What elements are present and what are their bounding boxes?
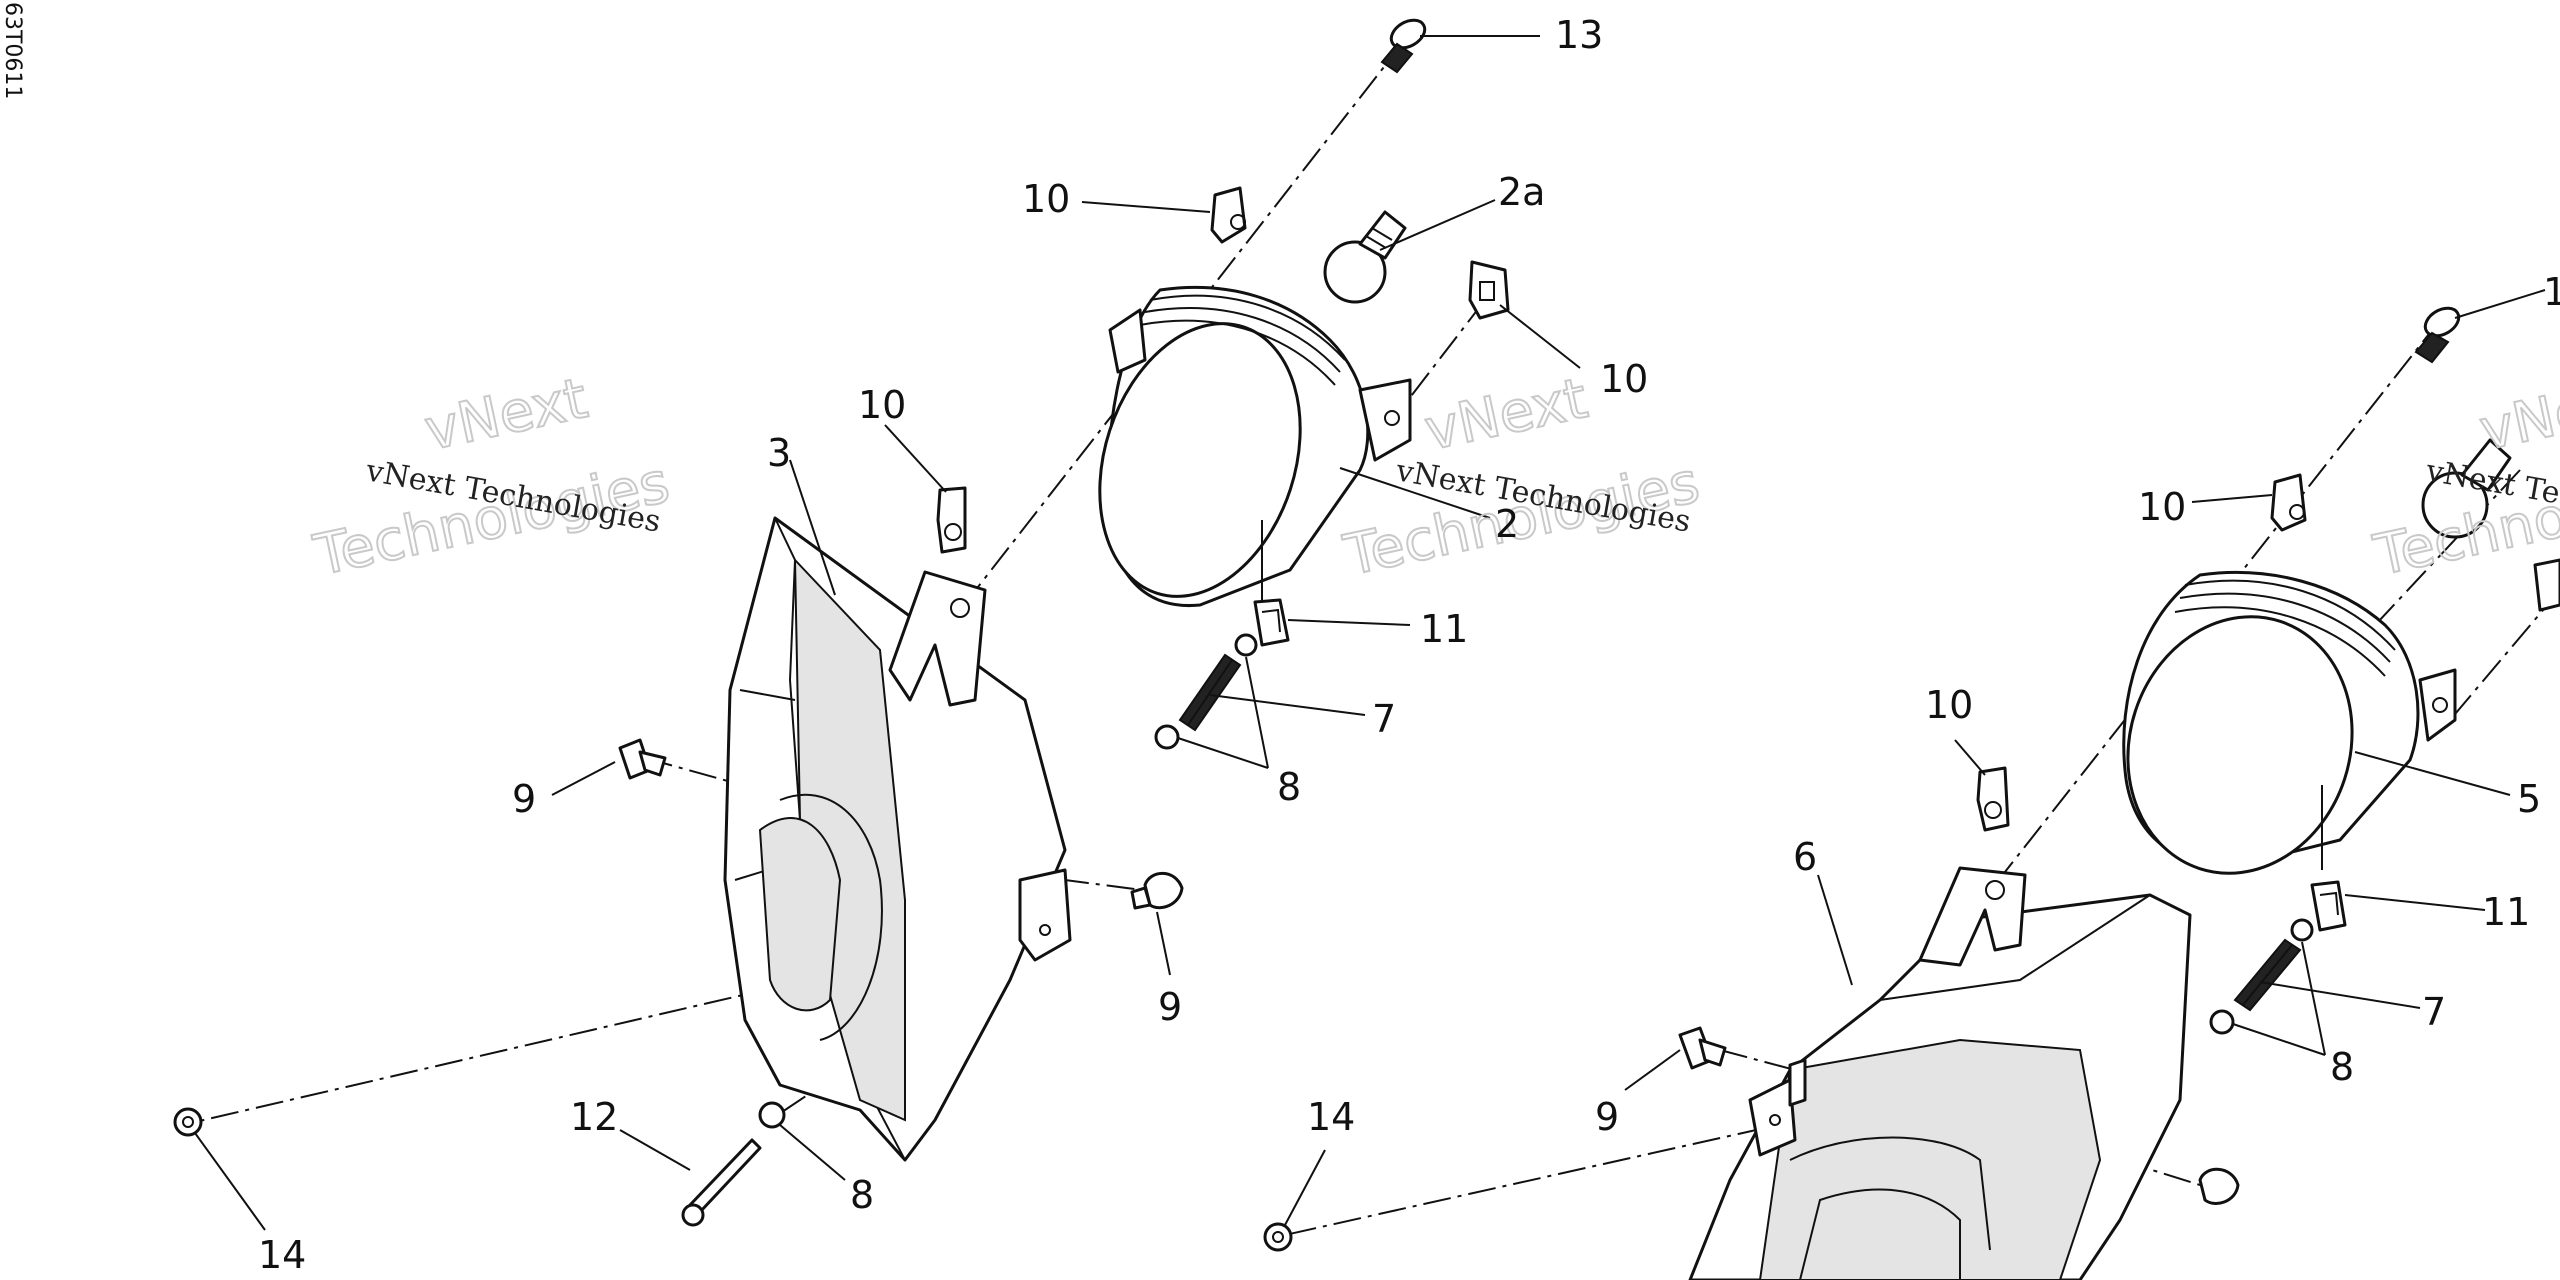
watermark-right: vNext Technologies vNext Technologies [2367, 365, 2560, 590]
callout-11: 11 [1420, 607, 1468, 651]
left-headlamp-assembly [173, 18, 1510, 1227]
washer-8-bottom [1154, 724, 1180, 750]
bulb-right [2421, 438, 2512, 539]
clip-10-top [1210, 186, 1247, 244]
washer-8-top [1234, 633, 1258, 657]
callout-6: 6 [1793, 835, 1817, 879]
washer-8-right-top [2290, 918, 2314, 942]
callout-13: 13 [1555, 13, 1603, 57]
callout-9-right: 9 [1158, 985, 1182, 1029]
callout-13-right: 1 [2543, 270, 2560, 314]
callout-14-right: 14 [1307, 1095, 1355, 1139]
callout-labels: 13 10 2a 10 10 3 2 11 7 8 9 9 12 8 14 14… [258, 13, 2560, 1277]
callout-12: 12 [570, 1095, 618, 1139]
callout-7: 7 [1372, 697, 1396, 741]
callout-10-top: 10 [1022, 177, 1070, 221]
washer-8-lower [758, 1101, 786, 1129]
callout-8-spring: 8 [1277, 765, 1301, 809]
pin-9-right-right [2198, 1167, 2240, 1205]
clip-10-right-mid [1976, 766, 2010, 832]
callout-9-left: 9 [512, 777, 536, 821]
pin-9-left [618, 738, 667, 780]
callout-10-right-mid: 10 [1925, 683, 1973, 727]
spring-7 [1178, 653, 1242, 732]
callout-8-lower: 8 [850, 1173, 874, 1217]
clip-10-mid [936, 486, 967, 554]
washer-8-right-bottom [2209, 1009, 2235, 1035]
headlamp-5 [2122, 571, 2457, 875]
pin-12 [681, 1138, 762, 1227]
watermark-center: vNext Technologies vNext Technologies [1337, 365, 1705, 590]
callout-5: 5 [2517, 777, 2541, 821]
clip-10-right-top [2270, 473, 2307, 532]
spring-7-right [2233, 938, 2302, 1012]
watermark-left: vNext Technologies vNext Technologies [307, 365, 675, 590]
callout-8-right: 8 [2330, 1045, 2354, 1089]
svg-text:vNext: vNext [2474, 366, 2560, 464]
callout-2: 2 [1495, 502, 1519, 546]
screw-13-right [2414, 306, 2461, 364]
callout-7-right: 7 [2422, 990, 2446, 1034]
callout-10-right: 10 [1600, 357, 1648, 401]
diagram-code: 63T0611 [0, 2, 25, 99]
right-headlamp-assembly [1263, 306, 2560, 1280]
lamp-housing-3 [723, 516, 1072, 1162]
callout-14-left: 14 [258, 1233, 306, 1277]
clip-11 [1253, 598, 1290, 647]
pin-9-right [1130, 871, 1184, 910]
callout-10-mid: 10 [858, 383, 906, 427]
callout-10-right-top: 10 [2138, 485, 2186, 529]
screw-14-right [1263, 1222, 1293, 1252]
clip-11-right [2310, 880, 2347, 932]
clip-10-right-edge [2533, 558, 2560, 612]
callout-11-right: 11 [2482, 890, 2530, 934]
svg-text:vNext: vNext [419, 366, 593, 464]
screw-14-left [173, 1107, 203, 1137]
callout-2a: 2a [1498, 170, 1545, 214]
pin-9-right-left [1678, 1026, 1727, 1070]
centerline-clip-10-right [1384, 299, 1486, 431]
leader-lines [194, 35, 2546, 1231]
centerline-screw-14-right [1284, 1127, 1766, 1236]
screw-13 [1380, 18, 1427, 74]
centerline-pin-9-r-left [1719, 1049, 1796, 1071]
bulb-2a [1323, 210, 1407, 304]
centerline-clip-r [2449, 589, 2560, 721]
centerline-screw-13 [959, 39, 1406, 611]
callout-9-right-left: 9 [1595, 1095, 1619, 1139]
lamp-housing-6 [1688, 866, 2192, 1280]
headlamp-2 [1098, 286, 1412, 608]
clip-10-right [1468, 260, 1510, 320]
callout-3: 3 [767, 431, 791, 475]
svg-text:vNext: vNext [1419, 366, 1593, 464]
